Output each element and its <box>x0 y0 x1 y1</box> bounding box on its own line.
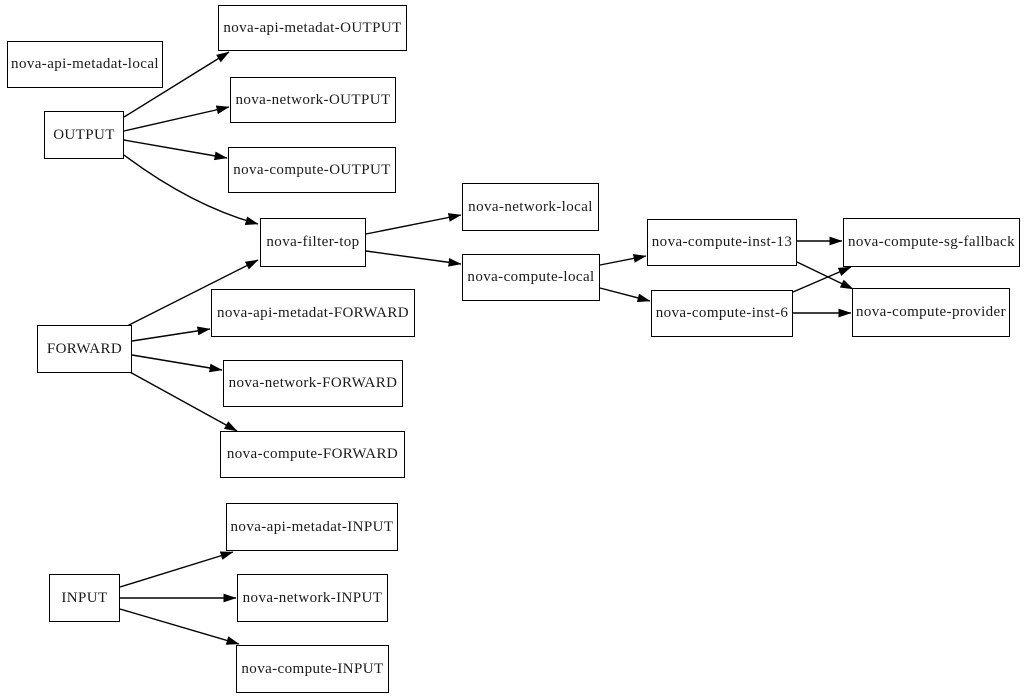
node-nova-compute-inst-6: nova-compute-inst-6 <box>651 290 793 337</box>
node-label: nova-network-local <box>468 198 593 215</box>
node-nova-network-output: nova-network-OUTPUT <box>230 77 396 123</box>
node-nova-compute-input: nova-compute-INPUT <box>236 645 389 693</box>
node-nova-compute-output: nova-compute-OUTPUT <box>228 147 396 193</box>
node-label: nova-api-metadat-local <box>11 56 159 72</box>
node-input: INPUT <box>49 574 120 622</box>
node-label: nova-filter-top <box>266 234 360 250</box>
node-label: nova-compute-INPUT <box>241 660 384 677</box>
node-label: nova-compute-provider <box>855 304 1006 320</box>
node-nova-api-metadat-local: nova-api-metadat-local <box>7 41 163 88</box>
node-nova-compute-inst-13: nova-compute-inst-13 <box>647 219 797 266</box>
node-nova-network-input: nova-network-INPUT <box>237 574 388 622</box>
node-nova-api-metadat-forward: nova-api-metadat-FORWARD <box>211 289 415 337</box>
node-nova-network-local: nova-network-local <box>462 183 599 231</box>
node-label: FORWARD <box>46 340 123 357</box>
node-nova-api-metadat-input: nova-api-metadat-INPUT <box>226 503 398 551</box>
node-label: INPUT <box>61 589 108 606</box>
node-forward: FORWARD <box>37 325 132 373</box>
node-nova-compute-provider: nova-compute-provider <box>852 288 1010 337</box>
node-nova-api-metadat-output: nova-api-metadat-OUTPUT <box>218 5 407 51</box>
node-nova-compute-forward: nova-compute-FORWARD <box>220 431 405 478</box>
node-label: nova-compute-sg-fallback <box>847 234 1016 250</box>
node-nova-compute-local: nova-compute-local <box>462 254 600 301</box>
node-nova-compute-sg-fallback: nova-compute-sg-fallback <box>843 218 1020 267</box>
node-label: nova-compute-inst-13 <box>651 234 793 250</box>
node-label: nova-api-metadat-FORWARD <box>216 304 410 321</box>
node-label: nova-compute-local <box>467 269 595 285</box>
node-label: nova-api-metadat-INPUT <box>230 518 394 535</box>
node-label: nova-network-INPUT <box>242 589 383 606</box>
node-label: nova-network-OUTPUT <box>235 91 391 108</box>
node-label: OUTPUT <box>53 126 115 143</box>
node-label: nova-compute-FORWARD <box>226 446 399 462</box>
node-nova-filter-top: nova-filter-top <box>260 218 366 267</box>
node-label: nova-api-metadat-OUTPUT <box>223 19 402 36</box>
node-label: nova-compute-OUTPUT <box>233 161 391 178</box>
node-label: nova-network-FORWARD <box>228 375 398 391</box>
node-output: OUTPUT <box>44 111 124 159</box>
node-nova-network-forward: nova-network-FORWARD <box>223 360 403 407</box>
node-label: nova-compute-inst-6 <box>655 305 789 321</box>
